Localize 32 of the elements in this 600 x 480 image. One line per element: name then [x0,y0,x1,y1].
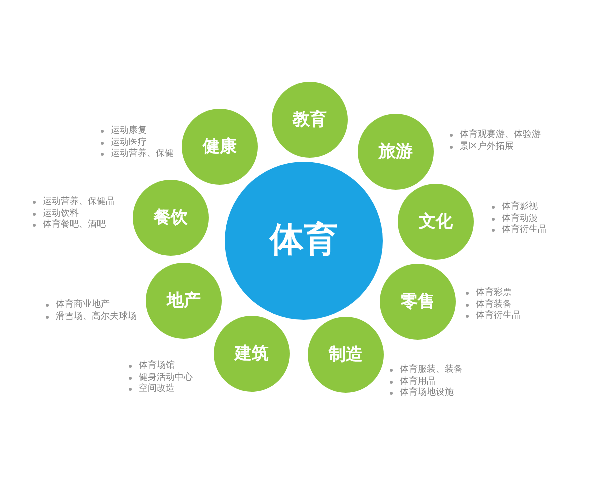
bullet-text: 景区户外拓展 [460,142,514,153]
bullet-text: 滑雪场、高尔夫球场 [56,312,137,323]
bullet-text: 体育动漫 [502,214,538,224]
hub-label: 体育 [270,222,338,260]
bullet-text: 体育衍生品 [502,225,547,236]
category-label: 旅游 [379,142,413,162]
category-label: 餐饮 [154,208,188,228]
bullet-text: 健身活动中心 [139,372,193,384]
bullet-text: 体育彩票 [476,288,512,299]
bullet-text: 体育餐吧、酒吧 [43,220,106,232]
category-label: 教育 [293,110,327,130]
bullet-text: 体育服装、装备 [400,365,463,376]
bullet-text: 体育场馆 [139,361,175,372]
category-label: 健康 [203,138,237,156]
bullet-text: 体育影视 [502,202,538,213]
bullet-text: 体育商业地产 [56,300,110,312]
bullet-text: 体育装备 [476,300,512,310]
category-label: 制造 [329,346,363,364]
category-label: 建筑 [235,344,269,364]
bullet-text: 体育观赛游、体验游 [460,130,541,142]
bullet-text: 运动营养、保健品 [43,197,115,208]
category-label: 文化 [419,212,453,232]
bullet-text: 体育用品 [400,376,436,387]
bullet-text: 体育场地设施 [400,388,454,400]
category-label: 零售 [401,292,435,312]
bullet-text: 空间改造 [139,384,175,396]
bullet-text: 运动康复 [111,126,147,138]
bullet-text: 运动医疗 [111,138,147,148]
bullet-text: 运动营养、保健 [111,149,174,160]
bullet-text: 体育衍生品 [476,311,521,322]
bullet-text: 运动饮料 [43,208,79,219]
category-label: 地产 [167,292,201,310]
